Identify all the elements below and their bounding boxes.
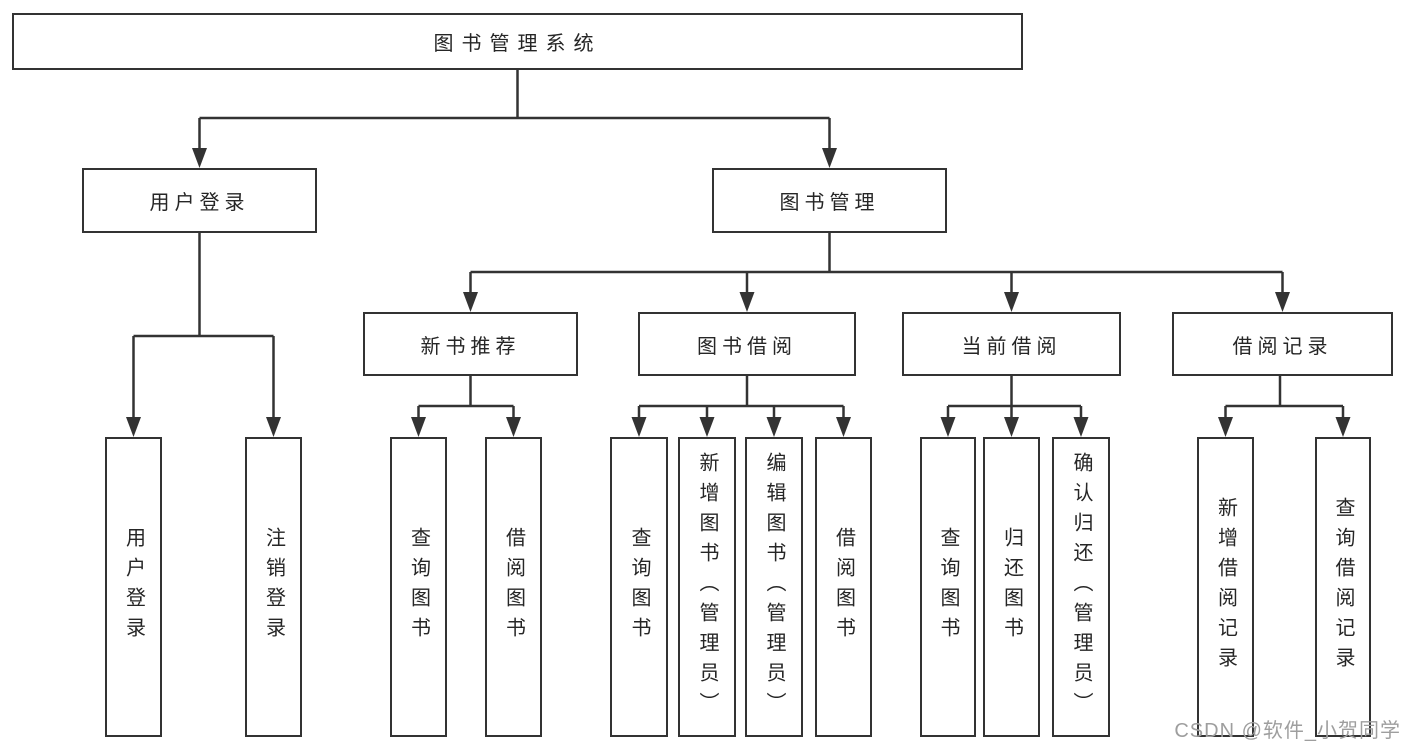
leaf-borrow-query-books: 查询图书: [610, 437, 668, 737]
leaf-current-query-books: 查询图书: [920, 437, 976, 737]
leaf-borrow-borrow-books: 借阅图书: [815, 437, 872, 737]
leaf-logout-login: 注销登录: [245, 437, 302, 737]
arrowhead-icon: [766, 417, 782, 437]
arrowhead-icon: [822, 148, 837, 168]
leaf-current-return-books: 归还图书: [983, 437, 1040, 737]
arrowhead-icon: [1004, 417, 1019, 437]
arrowhead-icon: [411, 417, 426, 437]
arrowhead-icon: [1004, 292, 1019, 312]
node-book-management: 图书管理: [712, 168, 947, 233]
node-new-book-recommend: 新书推荐: [363, 312, 578, 376]
leaf-records-add-record: 新增借阅记录: [1197, 437, 1254, 737]
leaf-records-query-record: 查询借阅记录: [1315, 437, 1371, 737]
leaf-borrow-edit-books-admin: 编辑图书（管理员）: [745, 437, 803, 737]
arrowhead-icon: [699, 417, 715, 437]
leaf-current-confirm-return-admin: 确认归还（管理员）: [1052, 437, 1110, 737]
watermark: CSDN @软件_小贺同学: [1174, 720, 1401, 742]
node-book-borrow: 图书借阅: [638, 312, 856, 376]
arrowhead-icon: [836, 417, 851, 437]
leaf-borrow-add-books-admin: 新增图书（管理员）: [678, 437, 736, 737]
arrowhead-icon: [940, 417, 956, 437]
arrowhead-icon: [506, 417, 521, 437]
node-user-login: 用户登录: [82, 168, 317, 233]
node-library-management-system: 图书管理系统: [12, 13, 1023, 70]
node-current-borrow: 当前借阅: [902, 312, 1121, 376]
node-borrow-records: 借阅记录: [1172, 312, 1393, 376]
arrowhead-icon: [1218, 417, 1233, 437]
arrowhead-icon: [192, 148, 207, 168]
arrowhead-icon: [266, 417, 281, 437]
leaf-recommend-borrow-books: 借阅图书: [485, 437, 542, 737]
arrowhead-icon: [1275, 292, 1290, 312]
leaf-user-login: 用户登录: [105, 437, 162, 737]
arrowhead-icon: [126, 417, 141, 437]
arrowhead-icon: [1335, 417, 1351, 437]
arrowhead-icon: [739, 292, 755, 312]
leaf-recommend-query-books: 查询图书: [390, 437, 447, 737]
arrowhead-icon: [463, 292, 478, 312]
arrowhead-icon: [631, 417, 647, 437]
arrowhead-icon: [1073, 417, 1089, 437]
